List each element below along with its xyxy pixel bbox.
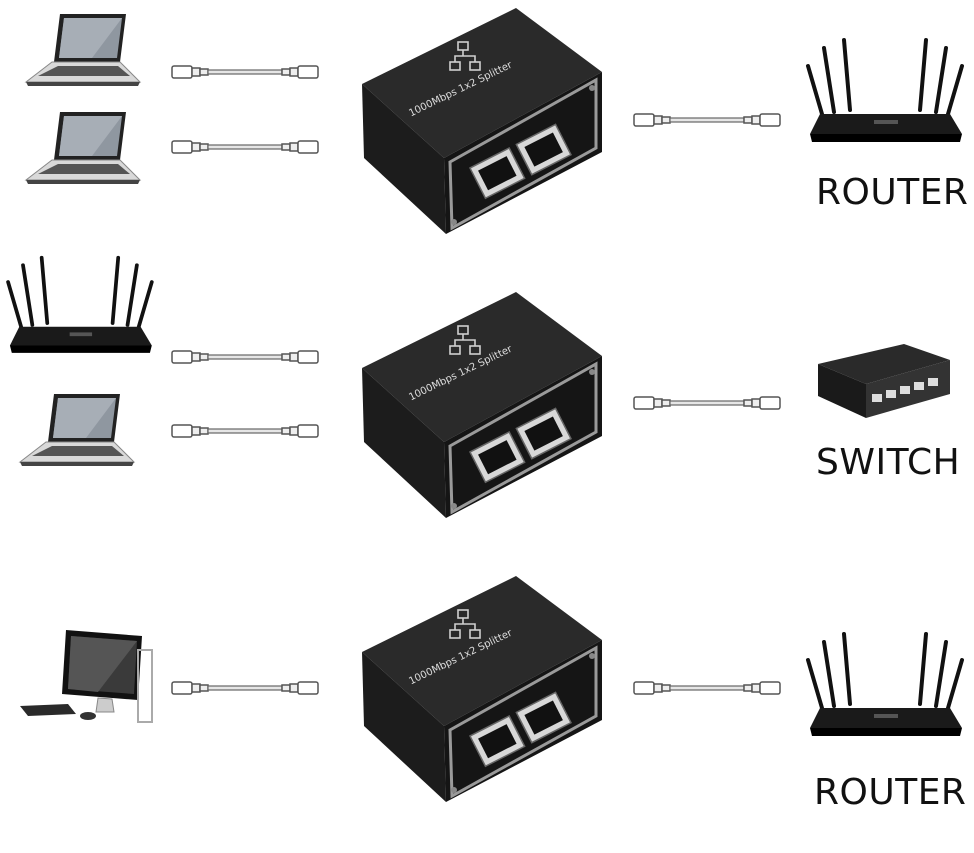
device-label: ROUTER (814, 772, 967, 813)
ethernet-cable-icon (170, 419, 320, 443)
ethernet-cable-icon (170, 676, 320, 700)
laptop-icon (22, 110, 142, 190)
router-icon (804, 36, 964, 156)
ethernet-cable-icon (170, 345, 320, 369)
laptop-icon (16, 392, 136, 472)
switch-icon (814, 338, 954, 428)
ethernet-cable-icon (632, 108, 782, 132)
network-splitter: 1000Mbps 1x2 Splitter (346, 292, 606, 522)
laptop-icon (22, 12, 142, 92)
ethernet-cable-icon (170, 135, 320, 159)
ethernet-cable-icon (170, 60, 320, 84)
desktop-pc-icon (18, 628, 158, 728)
router-icon (804, 630, 964, 750)
ethernet-cable-icon (632, 391, 782, 415)
device-label: SWITCH (816, 442, 961, 483)
network-splitter: 1000Mbps 1x2 Splitter (346, 8, 606, 238)
router-icon (4, 254, 154, 366)
ethernet-cable-icon (632, 676, 782, 700)
network-splitter: 1000Mbps 1x2 Splitter (346, 576, 606, 806)
device-label: ROUTER (816, 172, 969, 213)
